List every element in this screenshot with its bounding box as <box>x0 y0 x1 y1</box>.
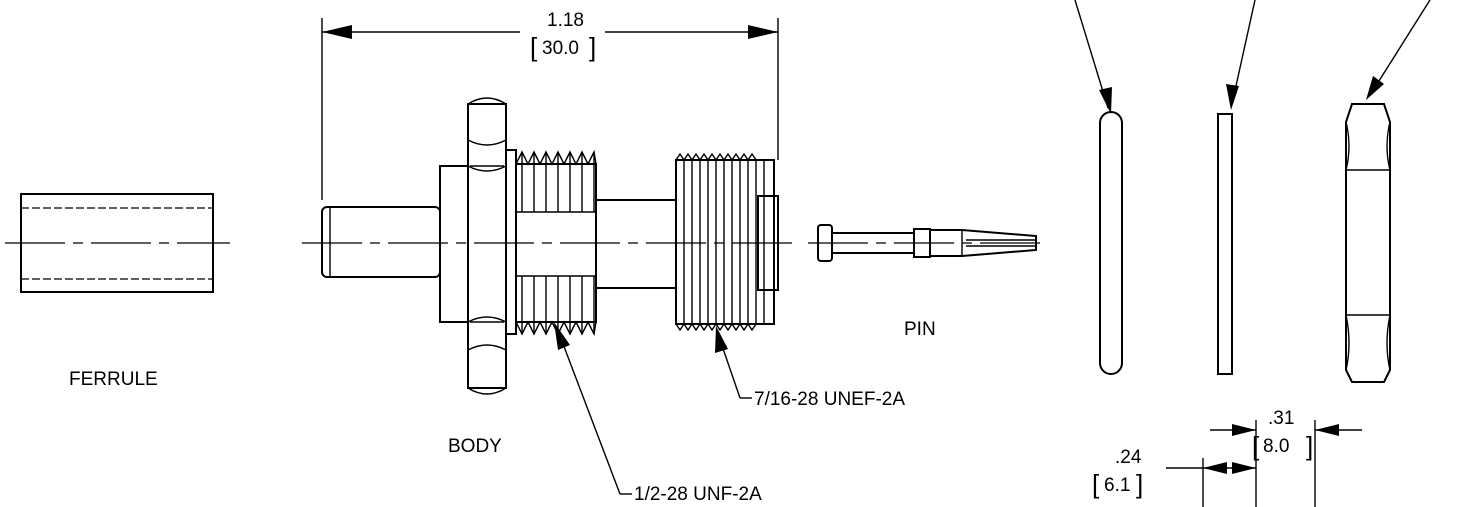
nut-width-bracket-open: [ <box>1252 431 1260 461</box>
washer-width-inch: .24 <box>1115 447 1142 468</box>
arrowhead-left <box>322 25 352 39</box>
washer-width-bracket-close: ] <box>1136 469 1143 499</box>
ferrule-part <box>5 193 230 293</box>
ferrule-label: FERRULE <box>69 369 158 390</box>
thread-large-label: 7/16-28 UNEF-2A <box>754 389 905 410</box>
washer-part <box>1217 0 1256 375</box>
pin-label: PIN <box>904 319 936 340</box>
body-label: BODY <box>448 436 502 457</box>
length-dim-bracket-open: [ <box>530 32 538 62</box>
washer-width-bracket-open: [ <box>1092 469 1100 499</box>
thread-callout-large <box>715 326 752 399</box>
pin-part <box>808 224 1046 262</box>
gasket-part <box>1074 0 1123 375</box>
length-dimension <box>321 18 779 200</box>
length-dim-bracket-close: ] <box>589 32 596 62</box>
thread-callout-small <box>554 322 632 495</box>
nut-width-bracket-close: ] <box>1306 431 1313 461</box>
length-dim-inch: 1.18 <box>547 10 584 31</box>
thread-small-label: 1/2-28 UNF-2A <box>634 484 762 505</box>
nut-width-inch: .31 <box>1268 408 1294 429</box>
length-dim-mm: 30.0 <box>542 38 579 59</box>
arrowhead-right <box>748 25 778 39</box>
body-part <box>302 97 798 395</box>
washer-width-mm: 6.1 <box>1104 475 1130 496</box>
nut-width-dimension <box>1210 420 1362 507</box>
nut-width-mm: 8.0 <box>1263 436 1289 457</box>
washer-width-dimension <box>1166 458 1256 507</box>
hex-nut-part <box>1345 0 1431 383</box>
